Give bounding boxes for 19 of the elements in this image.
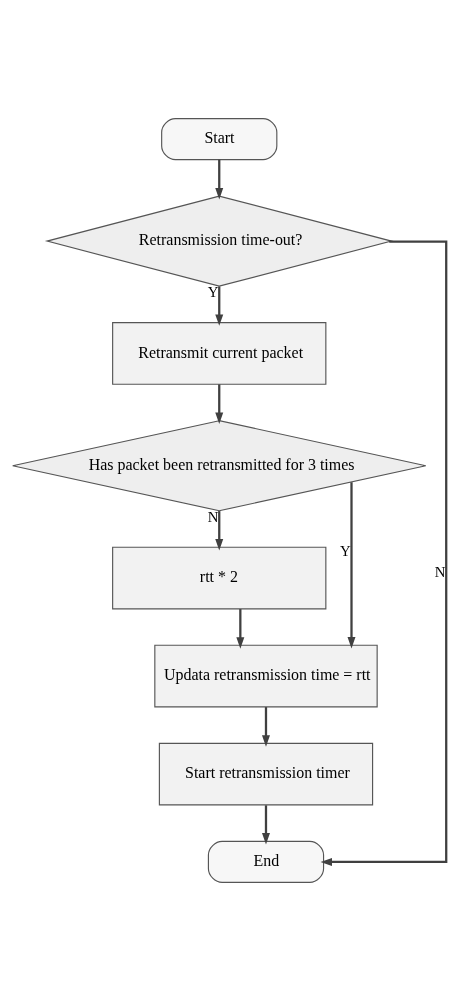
node-box: rtt * 2 [112, 546, 327, 610]
node-box: Updata retransmission time = rtt [154, 644, 378, 708]
arrow [347, 482, 356, 649]
node-box: Start retransmission timer [158, 742, 374, 806]
node-box: Retransmit current packet [112, 322, 327, 385]
arrow [215, 511, 224, 551]
node-diamond: Has packet been retransmitted for 3 times [12, 420, 427, 512]
edge-label: Y [340, 543, 351, 560]
edge-label: N [434, 563, 446, 580]
arrow [215, 286, 224, 326]
arrow [262, 707, 270, 747]
node-box: Start [161, 118, 278, 161]
arrow [262, 805, 270, 845]
node-diamond: Retransmission time-out? [44, 195, 394, 287]
node-box: End [207, 840, 325, 883]
arrow [236, 609, 245, 649]
arrow [215, 159, 224, 200]
arrow [215, 384, 224, 424]
arrow [320, 240, 448, 866]
